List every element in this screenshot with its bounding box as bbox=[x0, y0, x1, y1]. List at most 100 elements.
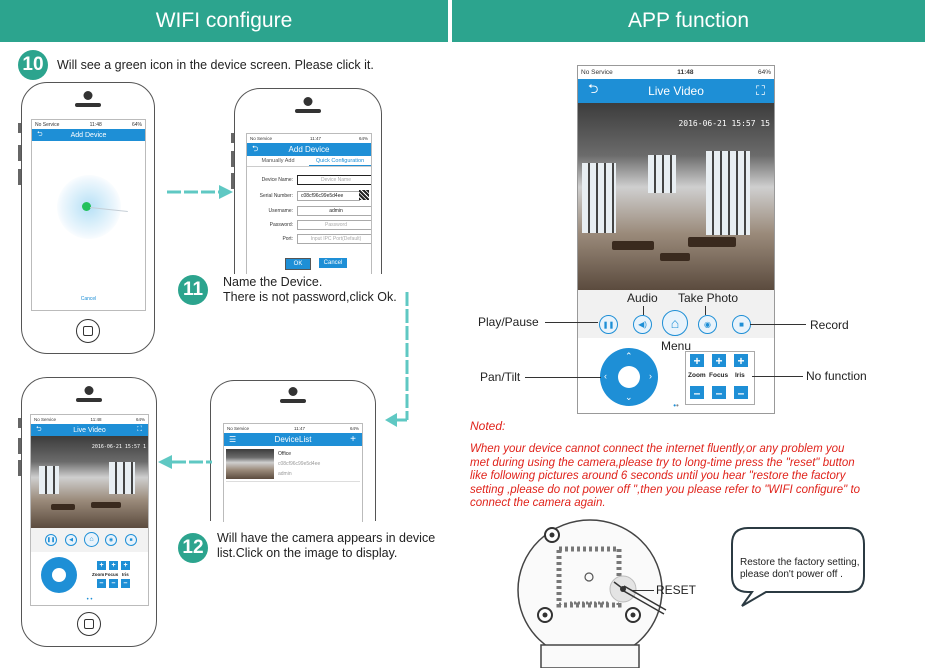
take-photo-button[interactable]: ◉ bbox=[698, 315, 717, 334]
play-pause-button[interactable]: ❚❚ bbox=[45, 534, 57, 546]
record-button[interactable]: ■ bbox=[732, 315, 751, 334]
port-input[interactable]: Input IPC Port(Default) bbox=[297, 234, 371, 244]
step-10-badge: 10 bbox=[18, 50, 48, 80]
pan-tilt-pad[interactable] bbox=[41, 557, 77, 593]
video-timestamp: 2016-06-21 15:57 1 bbox=[91, 444, 146, 450]
status-time: 11:47 bbox=[310, 136, 321, 141]
reset-pin-tool bbox=[613, 581, 667, 615]
username-input[interactable]: admin bbox=[297, 206, 371, 216]
pan-tilt-leader-line bbox=[525, 377, 601, 378]
device-list-item[interactable]: Office c08cf96c99e5d4ee admin bbox=[226, 449, 360, 482]
fullscreen-icon[interactable]: ⛶ bbox=[755, 83, 765, 98]
port-label: Port: bbox=[282, 236, 293, 242]
iris-minus-button[interactable]: – bbox=[734, 386, 748, 400]
label-play-pause: Play/Pause bbox=[478, 315, 539, 329]
speech-bubble bbox=[731, 527, 865, 607]
password-input[interactable]: Password bbox=[297, 220, 371, 230]
zoom-label: Zoom bbox=[92, 572, 105, 577]
focus-plus-button[interactable]: + bbox=[109, 561, 118, 570]
step-12-line-2: list.Click on the image to display. bbox=[217, 546, 398, 560]
device-list-title: DeviceList bbox=[274, 435, 312, 444]
menu-home-button[interactable]: ⌂ bbox=[662, 310, 688, 336]
green-device-icon[interactable] bbox=[82, 202, 91, 211]
reset-label: RESET bbox=[656, 583, 697, 597]
password-label: Password: bbox=[269, 222, 293, 228]
device-serial: c08cf96c99e5d4ee bbox=[278, 461, 321, 467]
pan-tilt-pad[interactable]: ⌃ ⌄ ‹ › bbox=[600, 348, 658, 406]
zoom-plus-button[interactable]: + bbox=[97, 561, 106, 570]
iris-label: Iris bbox=[122, 572, 129, 577]
label-no-function: No function bbox=[806, 369, 867, 383]
ok-button[interactable]: OK bbox=[285, 258, 311, 270]
status-carrier: No Service bbox=[250, 136, 273, 141]
video-timestamp: 2016-06-21 15:57 15 bbox=[678, 119, 770, 128]
live-video-feed[interactable]: 2016-06-21 15:57 15 bbox=[578, 103, 774, 290]
camera-bottom-illustration bbox=[517, 519, 663, 668]
add-plus-icon[interactable]: + bbox=[350, 434, 356, 445]
focus-minus-button[interactable]: – bbox=[109, 579, 118, 588]
back-arrow-icon[interactable]: ⮌ bbox=[252, 143, 259, 153]
noted-title: Noted: bbox=[470, 419, 506, 433]
status-carrier: No Service bbox=[35, 121, 60, 128]
step-11-badge: 11 bbox=[178, 275, 208, 305]
note-line-2: met during using the camera,please try t… bbox=[470, 456, 855, 469]
play-pause-button[interactable]: ❚❚ bbox=[599, 315, 618, 334]
device-name-label: Device Name: bbox=[261, 177, 293, 183]
teal-arrow-right bbox=[167, 185, 233, 199]
device-name: Office bbox=[278, 451, 291, 457]
zoom-minus-button[interactable]: – bbox=[97, 579, 106, 588]
audio-button[interactable]: ◀) bbox=[633, 315, 652, 334]
audio-leader-line bbox=[643, 306, 644, 315]
record-button[interactable]: ■ bbox=[125, 534, 137, 546]
focus-plus-button[interactable]: + bbox=[712, 354, 726, 368]
no-function-leader-line bbox=[752, 376, 803, 377]
status-carrier: No Service bbox=[227, 426, 250, 431]
device-thumbnail[interactable] bbox=[226, 449, 274, 479]
take-photo-button[interactable]: ◉ bbox=[105, 534, 117, 546]
qr-code-icon[interactable] bbox=[359, 190, 369, 200]
step-10-text: Will see a green icon in the device scre… bbox=[57, 58, 374, 72]
step-12-badge: 12 bbox=[178, 533, 208, 563]
fullscreen-icon[interactable]: ⛶ bbox=[137, 426, 142, 433]
zoom-plus-button[interactable]: + bbox=[690, 354, 704, 368]
iris-plus-button[interactable]: + bbox=[734, 354, 748, 368]
record-leader-line bbox=[750, 324, 806, 325]
back-arrow-icon[interactable]: ⮌ bbox=[588, 81, 599, 96]
wifi-configure-header: WIFI configure bbox=[0, 0, 448, 42]
device-name-input[interactable]: Device Name bbox=[297, 175, 371, 185]
status-battery: 64% bbox=[358, 136, 368, 141]
back-arrow-icon[interactable]: ⮌ bbox=[37, 130, 43, 138]
page-dots: • • bbox=[86, 597, 93, 603]
cancel-button[interactable]: Cancel bbox=[319, 258, 347, 268]
back-arrow-icon[interactable]: ⮌ bbox=[36, 425, 42, 433]
iris-label: Iris bbox=[735, 372, 745, 379]
menu-list-icon[interactable]: ☰ bbox=[229, 435, 237, 444]
username-label: Username: bbox=[268, 208, 293, 214]
bubble-line-2: please don't power off . bbox=[740, 569, 843, 580]
label-record: Record bbox=[810, 318, 849, 332]
add-device-title: Add Device bbox=[288, 145, 330, 154]
tab-manually-add[interactable]: Manually Add bbox=[261, 158, 295, 164]
live-video-feed[interactable]: 2016-06-21 15:57 1 bbox=[31, 436, 148, 528]
cancel-link[interactable]: Cancel bbox=[80, 296, 97, 302]
home-button bbox=[77, 612, 101, 636]
iris-plus-button[interactable]: + bbox=[121, 561, 130, 570]
iris-minus-button[interactable]: – bbox=[121, 579, 130, 588]
step-12-text: Will have the camera appears in device l… bbox=[217, 531, 435, 561]
focus-minus-button[interactable]: – bbox=[712, 386, 726, 400]
teal-arrow-left bbox=[158, 455, 212, 469]
tab-quick-configuration[interactable]: Quick Configuration bbox=[309, 156, 371, 166]
status-time: 11:48 bbox=[90, 417, 102, 422]
menu-home-button[interactable]: ⌂ bbox=[84, 532, 99, 547]
zoom-focus-iris-panel bbox=[685, 351, 755, 405]
step-11-line-2: There is not password,click Ok. bbox=[223, 290, 397, 304]
serial-number-input[interactable]: c08cf96c99e5d4ee bbox=[297, 191, 360, 201]
zoom-minus-button[interactable]: – bbox=[690, 386, 704, 400]
audio-button[interactable]: ◀ bbox=[65, 534, 77, 546]
focus-label: Focus bbox=[105, 572, 119, 577]
note-line-1: When your device cannot connect the inte… bbox=[470, 443, 845, 455]
